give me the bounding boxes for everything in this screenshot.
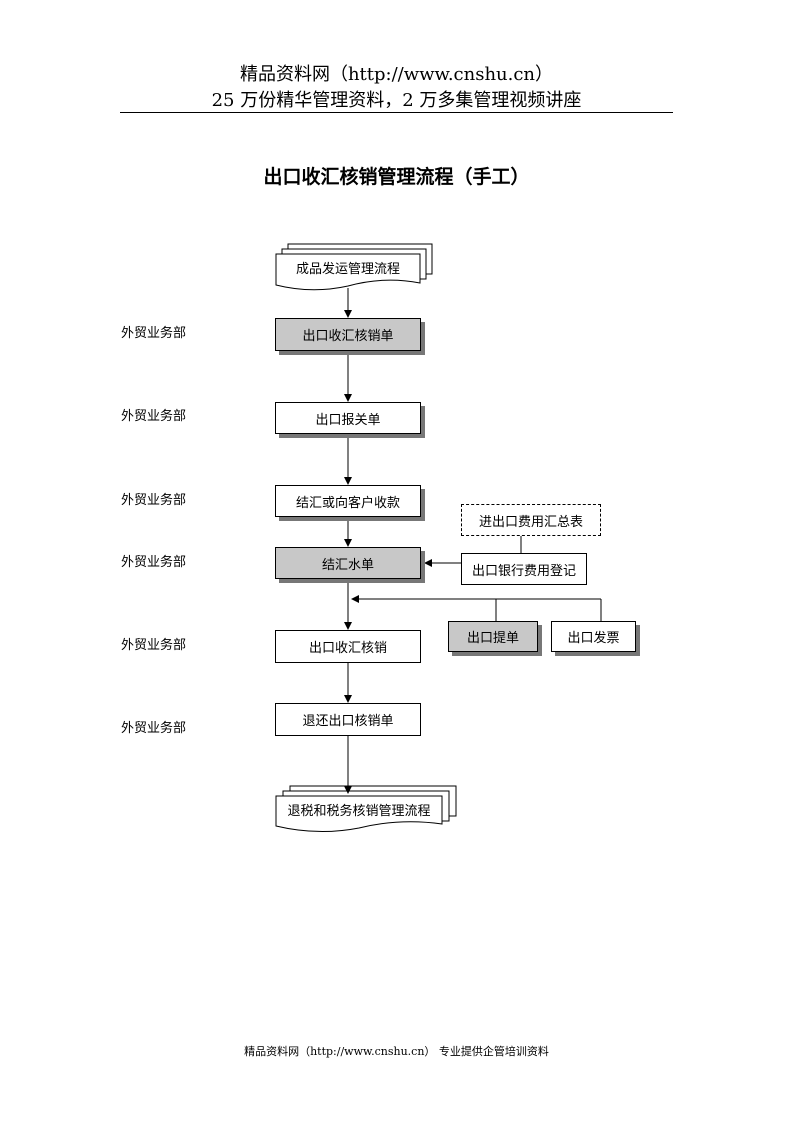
settlement-slip-box: 结汇水单	[275, 547, 421, 579]
end-multidocument-shape	[275, 785, 457, 833]
department-label: 外贸业务部	[121, 721, 187, 736]
department-label: 外贸业务部	[121, 326, 187, 341]
customs-declaration-box: 出口报关单	[275, 402, 421, 434]
department-label: 外贸业务部	[121, 493, 187, 508]
header-line-2: 25 万份精华管理资料，2 万多集管理视频讲座	[211, 90, 582, 111]
department-label: 外贸业务部	[121, 555, 187, 570]
header-divider	[120, 112, 673, 113]
export-invoice-box: 出口发票	[551, 621, 636, 652]
fee-summary-box: 进出口费用汇总表	[461, 504, 601, 536]
department-label: 外贸业务部	[121, 638, 187, 653]
page-footer: 精品资料网（http://www.cnshu.cn） 专业提供企管培训资料	[244, 1045, 549, 1058]
page-title: 出口收汇核销管理流程（手工）	[263, 166, 530, 188]
header-line-1: 精品资料网（http://www.cnshu.cn）	[239, 64, 554, 85]
department-label: 外贸业务部	[121, 409, 187, 424]
settlement-box: 结汇或向客户收款	[275, 485, 421, 517]
end-document: 退税和税务核销管理流程	[287, 803, 431, 819]
bank-fee-box: 出口银行费用登记	[461, 553, 587, 585]
bill-of-lading-box: 出口提单	[448, 621, 538, 652]
start-multidocument-shape	[275, 243, 433, 291]
start-document: 成品发运管理流程	[295, 261, 400, 277]
verification-box: 出口收汇核销	[275, 630, 421, 663]
return-form-box: 退还出口核销单	[275, 703, 421, 736]
verification-form-box: 出口收汇核销单	[275, 318, 421, 351]
